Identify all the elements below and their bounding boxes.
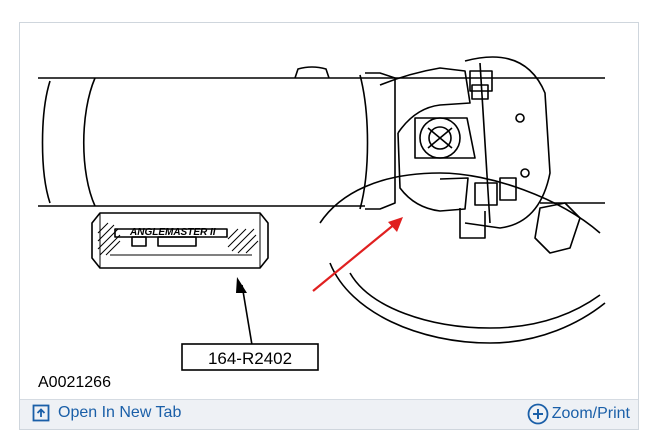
- figure-toolbar: Open In New Tab Zoom/Print: [20, 399, 638, 429]
- callout-box: [181, 343, 319, 371]
- highlight-arrow: [312, 222, 397, 292]
- callout-label: 164-R2402: [208, 349, 292, 368]
- figure-id: A0021266: [38, 374, 111, 391]
- open-in-new-tab-button[interactable]: Open In New Tab: [32, 404, 181, 422]
- driveshaft-illustration: ANGLEMASTER II 164-R2402: [20, 23, 638, 397]
- tool-label: ANGLEMASTER II: [129, 227, 216, 238]
- driveshaft-drawing: ANGLEMASTER II 164-R2402: [38, 56, 606, 371]
- zoom-plus-icon: [527, 403, 549, 425]
- zoom-print-button[interactable]: Zoom/Print: [527, 403, 630, 425]
- illustration-card: ANGLEMASTER II 164-R2402 A0021266 Open I…: [19, 22, 639, 430]
- zoom-print-label: Zoom/Print: [551, 405, 630, 422]
- open-in-new-tab-label: Open In New Tab: [58, 404, 182, 421]
- open-in-new-tab-icon: [32, 404, 50, 422]
- highlight-arrow-head: [388, 217, 403, 232]
